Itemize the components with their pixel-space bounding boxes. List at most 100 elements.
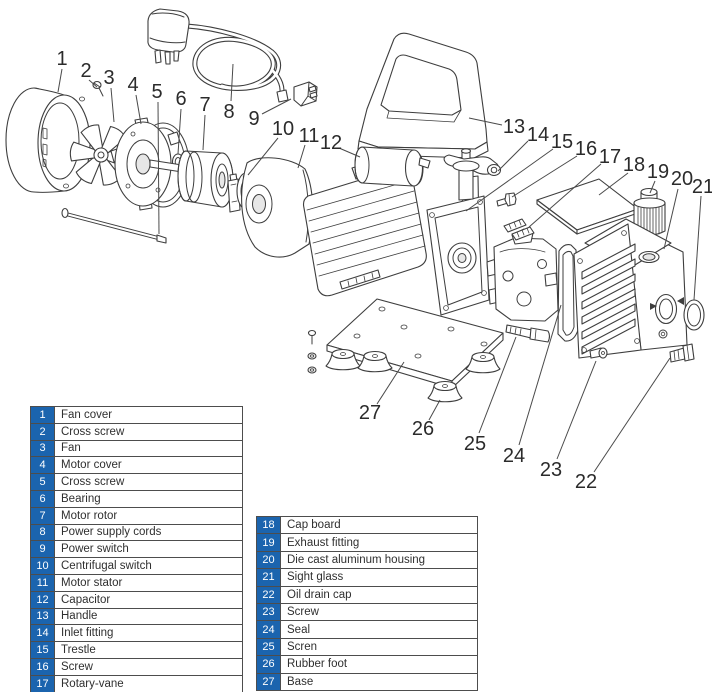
leader-line-13 xyxy=(468,117,503,126)
callout-number-17: 17 xyxy=(599,146,621,168)
part-label-cell: Seal xyxy=(280,620,478,639)
part-number-cell: 6 xyxy=(30,489,55,508)
part-label-cell: Cross screw xyxy=(54,422,243,441)
part-label-cell: Cap board xyxy=(280,515,478,535)
part-inlet-fitting xyxy=(443,148,502,201)
part-pump-block xyxy=(486,228,559,322)
leader-line-21 xyxy=(693,195,702,301)
part-base xyxy=(326,298,504,389)
leader-line-9 xyxy=(261,98,292,115)
leader-line-4 xyxy=(135,94,142,125)
leader-line-19 xyxy=(649,180,656,194)
callout-number-22: 22 xyxy=(575,471,597,493)
leader-line-20 xyxy=(663,188,679,250)
part-label-cell: Centrifugal switch xyxy=(54,557,243,575)
callout-number-16: 16 xyxy=(575,138,597,160)
part-number-cell: 1 xyxy=(30,406,55,424)
part-label-cell: Sight glass xyxy=(280,568,478,587)
leader-line-11 xyxy=(297,144,306,169)
leader-line-7 xyxy=(202,114,206,151)
part-number-cell: 21 xyxy=(256,568,281,587)
callout-number-1: 1 xyxy=(56,48,67,70)
callout-number-24: 24 xyxy=(503,445,525,467)
leader-line-26 xyxy=(428,399,441,421)
part-number-cell: 27 xyxy=(256,672,281,691)
part-number-cell: 20 xyxy=(256,550,281,570)
part-label-cell: Power supply cords xyxy=(54,523,243,542)
part-label-cell: Scren xyxy=(280,637,478,657)
callout-number-26: 26 xyxy=(412,418,434,440)
callout-number-9: 9 xyxy=(248,108,259,130)
part-number-cell: 23 xyxy=(256,602,281,622)
callout-number-19: 19 xyxy=(647,161,669,183)
part-number-cell: 4 xyxy=(30,456,55,475)
callout-number-12: 12 xyxy=(320,132,342,154)
part-capacitor xyxy=(354,146,431,187)
part-number-cell: 14 xyxy=(30,624,55,643)
leader-line-25 xyxy=(478,336,517,434)
part-rubber-feet xyxy=(325,348,501,403)
leader-line-1 xyxy=(57,68,63,93)
callout-number-3: 3 xyxy=(103,67,114,89)
callout-number-18: 18 xyxy=(623,154,645,176)
part-label-cell: Power switch xyxy=(54,540,243,559)
part-label-cell: Oil drain cap xyxy=(280,585,478,604)
part-number-cell: 3 xyxy=(30,439,55,458)
callout-number-21: 21 xyxy=(692,176,712,198)
leader-line-2 xyxy=(88,79,98,88)
part-label-cell: Trestle xyxy=(54,641,243,659)
part-number-cell: 5 xyxy=(30,473,55,491)
part-cross-screw-long xyxy=(61,207,167,244)
part-label-cell: Motor stator xyxy=(54,573,243,592)
part-number-cell: 19 xyxy=(256,533,281,552)
part-number-cell: 24 xyxy=(256,620,281,639)
callout-number-20: 20 xyxy=(671,168,693,190)
part-label-cell: Fan xyxy=(54,439,243,458)
part-power-supply-cords xyxy=(147,8,289,103)
part-number-cell: 2 xyxy=(30,422,55,441)
callout-number-10: 10 xyxy=(272,118,294,140)
callout-number-8: 8 xyxy=(223,101,234,123)
leader-line-18 xyxy=(598,172,629,196)
part-label-cell: Motor rotor xyxy=(54,506,243,525)
callout-number-11: 11 xyxy=(299,125,320,147)
callout-number-2: 2 xyxy=(80,60,91,82)
part-label-cell: Screw xyxy=(280,602,478,622)
callout-number-25: 25 xyxy=(464,433,486,455)
leader-line-3 xyxy=(110,87,115,123)
part-label-cell: Cross screw xyxy=(54,473,243,491)
part-number-cell: 7 xyxy=(30,506,55,525)
part-sight-glass xyxy=(683,299,705,331)
callout-number-13: 13 xyxy=(503,116,525,138)
part-number-cell: 17 xyxy=(30,674,55,692)
part-number-cell: 12 xyxy=(30,590,55,609)
part-label-cell: Fan cover xyxy=(54,406,243,424)
part-label-cell: Handle xyxy=(54,607,243,626)
leader-line-23 xyxy=(556,360,597,460)
callout-number-7: 7 xyxy=(199,94,210,116)
leader-line-5 xyxy=(157,101,160,235)
part-cross-screw-top xyxy=(92,80,104,97)
callout-number-23: 23 xyxy=(540,459,562,481)
part-number-cell: 15 xyxy=(30,641,55,659)
